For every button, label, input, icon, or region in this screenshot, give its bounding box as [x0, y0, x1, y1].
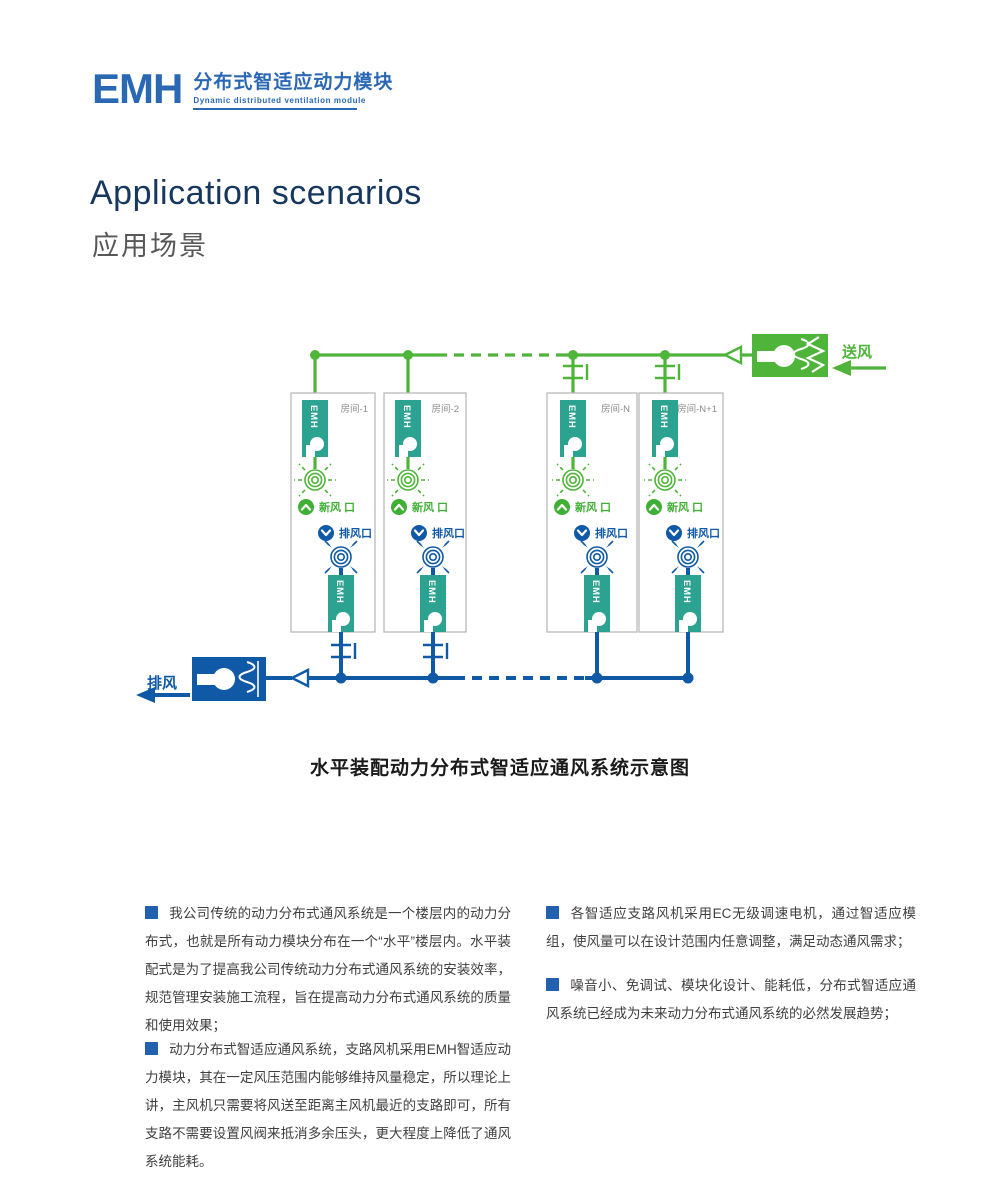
emh-module-label: EMH — [681, 580, 692, 604]
room-n1: 房间-N+1 EMH 新风 口 排风口 EMH — [638, 355, 724, 678]
room-2: 房间-2 EMH 新风 口 排风口 EMH — [383, 355, 467, 678]
bullet-icon — [145, 1042, 158, 1055]
exhaust-outlet-label: 排风口 — [687, 526, 720, 540]
chevron-up-icon — [300, 503, 312, 511]
room-label: 房间-N — [601, 403, 630, 415]
emh-module-label: EMH — [308, 405, 319, 429]
emh-module-label: EMH — [426, 580, 437, 604]
diagram-caption: 水平装配动力分布式智适应通风系统示意图 — [309, 758, 690, 779]
exhaust-fan-icon — [192, 657, 266, 701]
bullet-icon — [546, 906, 559, 919]
paragraph: 动力分布式智适应通风系统，支路风机采用EMH智适应动力模块，其在一定风压范围内能… — [145, 1036, 511, 1176]
exhaust-arrow-icon — [136, 687, 155, 703]
exhaust-outlet-label: 排风口 — [432, 526, 465, 540]
exhaust-air-flow: 排风 — [136, 674, 190, 703]
emh-module-label: EMH — [566, 405, 577, 429]
emh-module-label: EMH — [590, 580, 601, 604]
room-1: 房间-1 EMH 新风 口 排风口 EMH — [290, 355, 376, 678]
bullet-icon — [145, 906, 158, 919]
emh-module-label: EMH — [334, 580, 345, 604]
supply-fan-icon — [752, 334, 828, 377]
flow-arrow-icon — [289, 668, 310, 688]
supply-air-flow: 送风 — [832, 343, 886, 376]
chevron-down-icon — [320, 529, 332, 537]
fresh-outlet-label: 新风 口 — [319, 500, 355, 514]
logo-subtitle-zh: 分布式智适应动力模块 — [193, 72, 394, 93]
bullet-icon — [546, 978, 559, 991]
flow-arrow-icon — [722, 345, 743, 365]
chevron-up-icon — [556, 503, 568, 511]
ventilation-system-diagram: 送风 房间-1 EMH 新风 口 排风口 EMH — [136, 334, 886, 703]
chevron-down-icon — [576, 529, 588, 537]
paragraph-text: 动力分布式智适应通风系统，支路风机采用EMH智适应动力模块，其在一定风压范围内能… — [145, 1042, 511, 1169]
emh-module-label: EMH — [658, 405, 669, 429]
room-label: 房间-1 — [341, 403, 368, 415]
supply-arrow-icon — [832, 360, 851, 376]
chevron-down-icon — [668, 529, 680, 537]
logo-brand: EMH — [92, 65, 183, 112]
fresh-outlet-label: 新风 口 — [667, 500, 703, 514]
fresh-outlet-label: 新风 口 — [575, 500, 611, 514]
paragraph-text: 噪音小、免调试、模块化设计、能耗低，分布式智适应通风系统已经成为未来动力分布式通… — [546, 978, 916, 1021]
paragraph: 我公司传统的动力分布式通风系统是一个楼层内的动力分布式，也就是所有动力模块分布在… — [145, 900, 511, 1040]
paragraph: 噪音小、免调试、模块化设计、能耗低，分布式智适应通风系统已经成为未来动力分布式通… — [546, 972, 916, 1028]
exhaust-outlet-label: 排风口 — [595, 526, 628, 540]
paragraph-text: 各智适应支路风机采用EC无级调速电机，通过智适应模组，使风量可以在设计范围内任意… — [546, 906, 916, 949]
chevron-down-icon — [413, 529, 425, 537]
exhaust-outlet-label: 排风口 — [339, 526, 372, 540]
paragraph-text: 我公司传统的动力分布式通风系统是一个楼层内的动力分布式，也就是所有动力模块分布在… — [145, 906, 511, 1033]
room-n: 房间-N EMH 新风 口 排风口 EMH — [546, 355, 638, 678]
supply-air-label: 送风 — [841, 343, 872, 361]
room-label: 房间-2 — [432, 403, 459, 415]
flex-connector-icon — [653, 362, 681, 382]
logo-subtitle-en: Dynamic distributed ventilation module — [193, 96, 366, 105]
page-title-en: Application scenarios — [90, 174, 422, 212]
logo-subtitle-block: 分布式智适应动力模块 Dynamic distributed ventilati… — [193, 68, 393, 110]
logo-underline — [193, 108, 358, 110]
flex-connector-icon — [561, 362, 589, 382]
emh-module-label: EMH — [401, 405, 412, 429]
supply-duct — [310, 345, 752, 365]
paragraph: 各智适应支路风机采用EC无级调速电机，通过智适应模组，使风量可以在设计范围内任意… — [546, 900, 916, 956]
room-label: 房间-N+1 — [677, 403, 717, 415]
chevron-up-icon — [393, 503, 405, 511]
logo: EMH 分布式智适应动力模块 Dynamic distributed venti… — [92, 68, 393, 110]
chevron-up-icon — [648, 503, 660, 511]
exhaust-duct — [266, 668, 694, 688]
fresh-outlet-label: 新风 口 — [412, 500, 448, 514]
page-title-zh: 应用场景 — [92, 231, 208, 261]
